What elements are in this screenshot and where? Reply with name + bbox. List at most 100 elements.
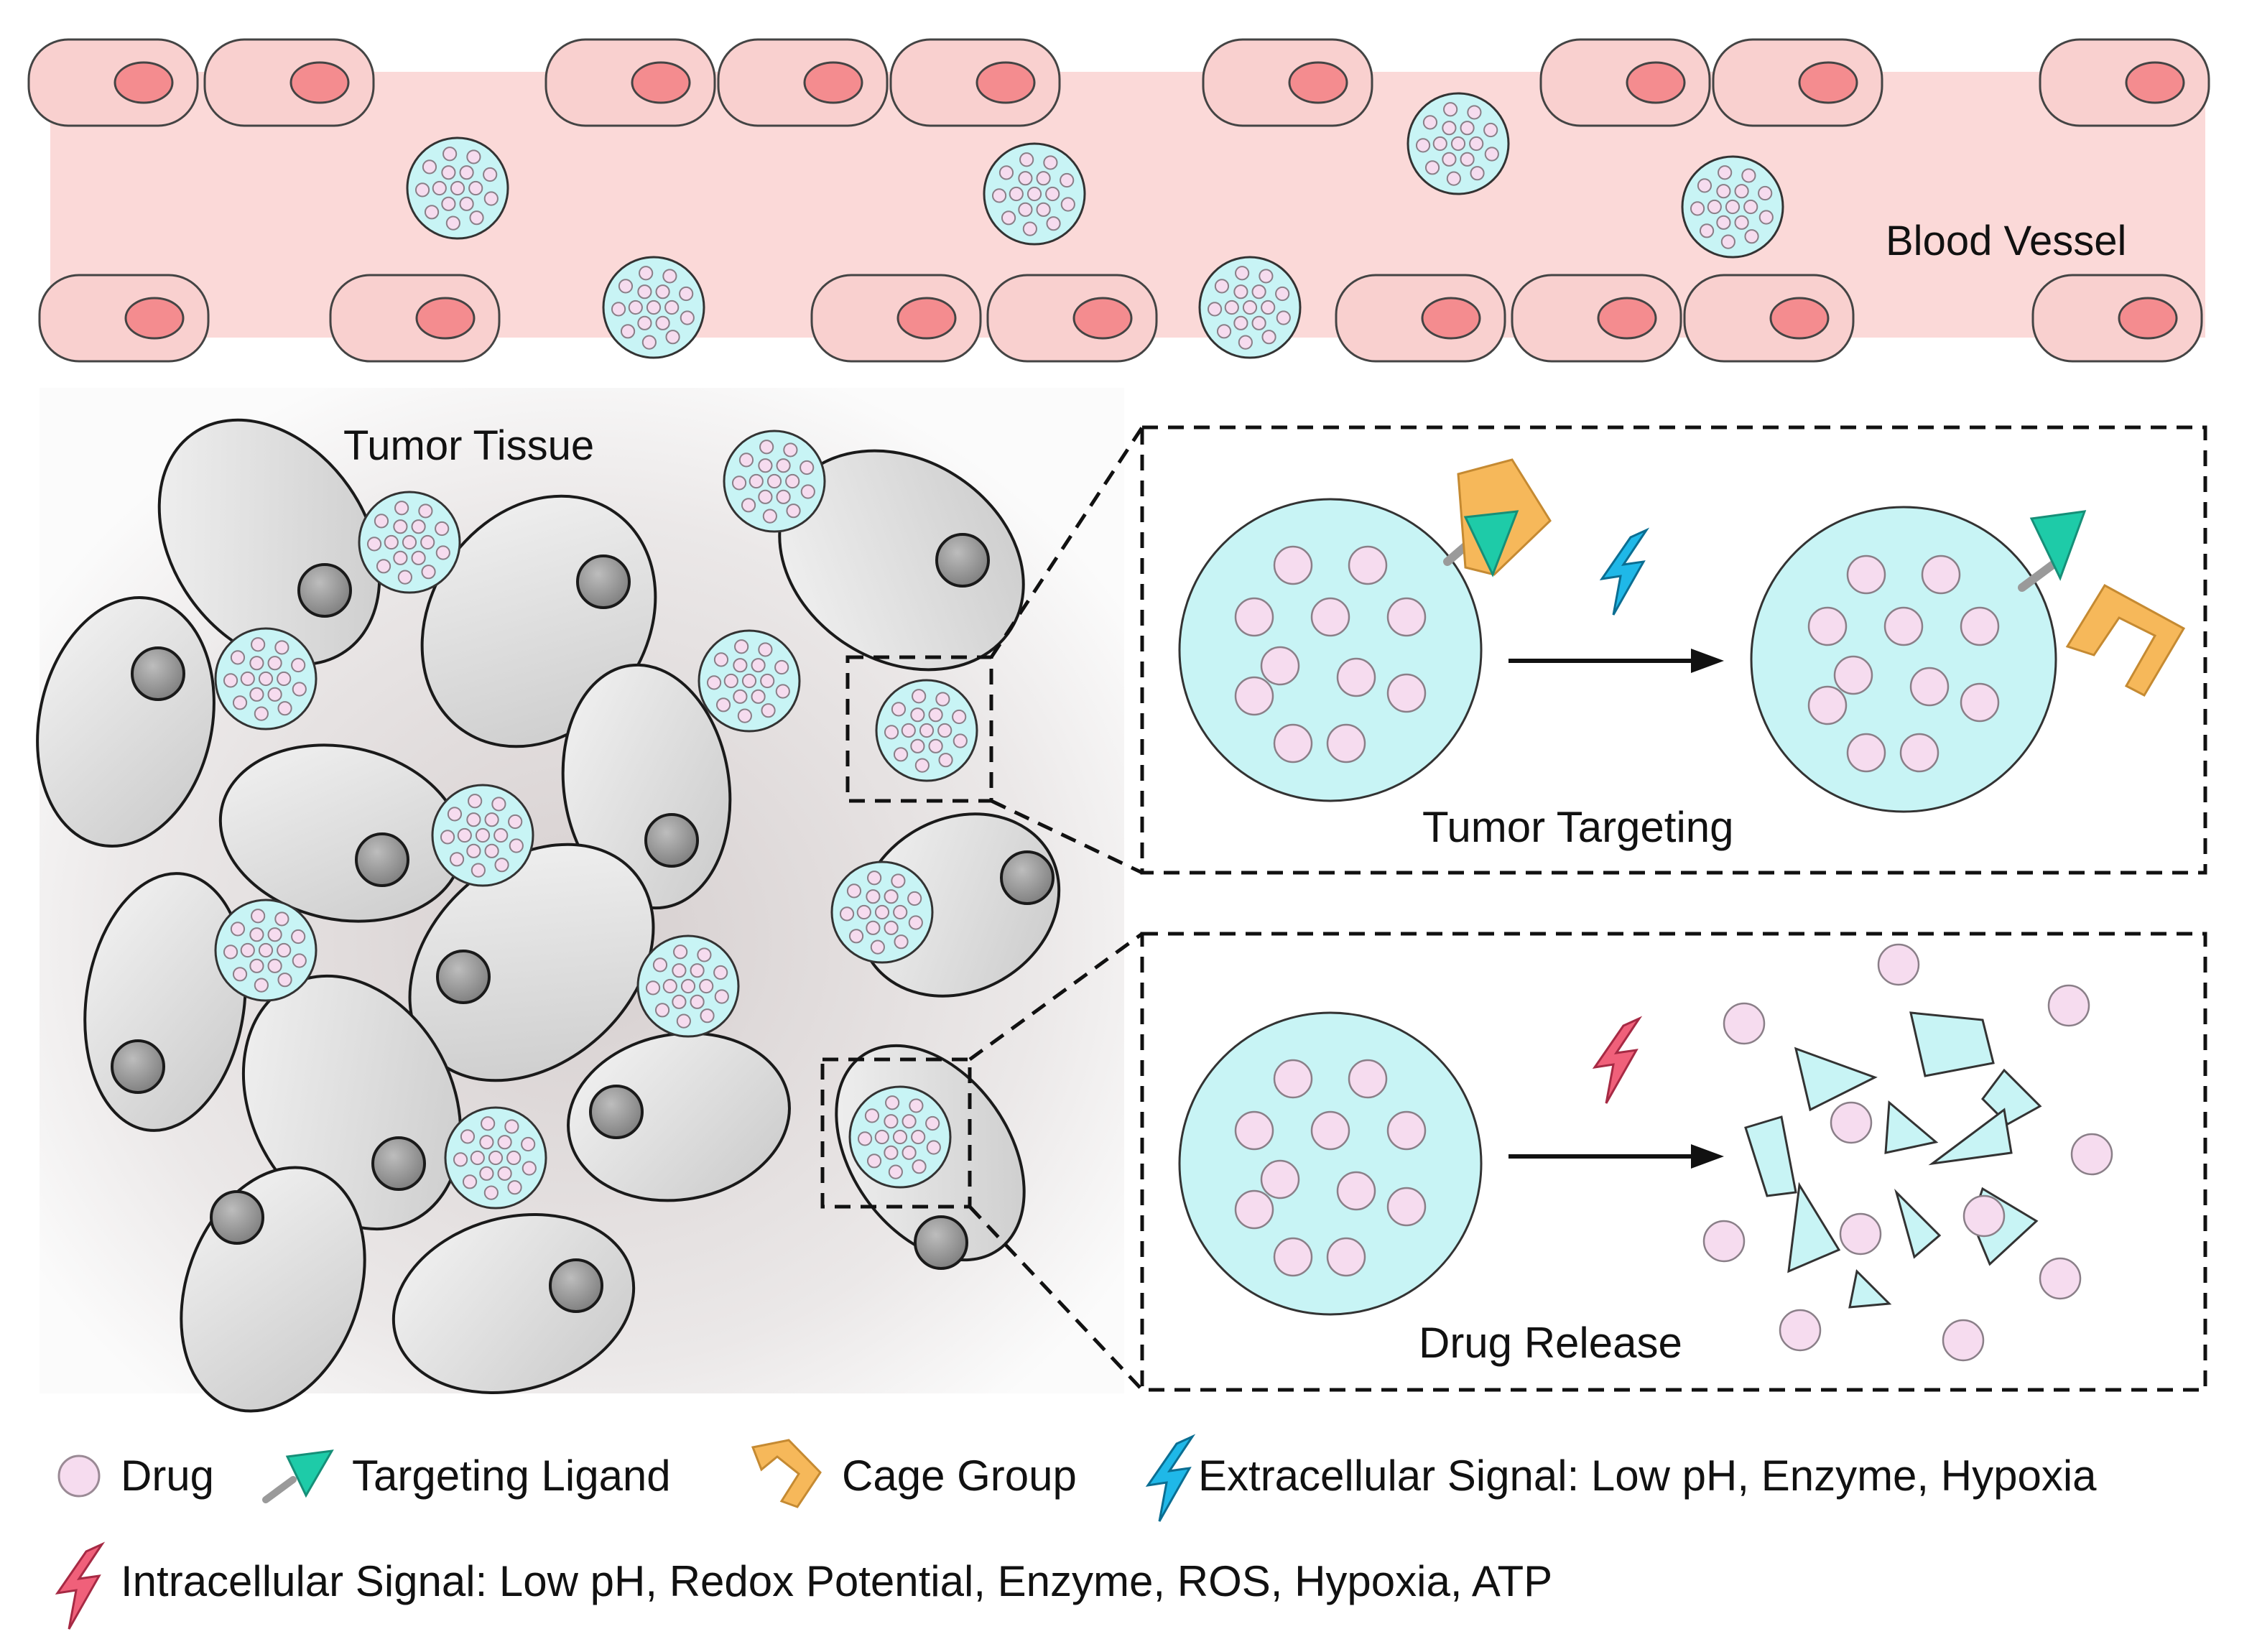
drug-particle xyxy=(457,827,472,843)
drug-particle xyxy=(449,852,465,867)
targeting-ligand xyxy=(2029,510,2087,581)
drug-particle xyxy=(442,147,458,162)
drug-particle xyxy=(907,891,922,906)
drug-particle xyxy=(1484,147,1499,162)
drug-particle xyxy=(1234,597,1274,637)
drug-particle xyxy=(249,927,264,942)
drug-particle xyxy=(884,1114,899,1129)
drug-particle xyxy=(652,957,668,973)
tumor-nucleus xyxy=(1000,850,1055,905)
drug-particle xyxy=(774,659,789,675)
drug-particle xyxy=(1326,723,1366,764)
drug-particle xyxy=(267,927,282,942)
drug-particle xyxy=(466,812,481,827)
drug-particle xyxy=(1273,723,1313,764)
drug-particle xyxy=(277,973,292,988)
drug-particle xyxy=(249,656,264,671)
drug-particle xyxy=(884,920,899,935)
endothelial-cell xyxy=(329,274,501,363)
drug-particle xyxy=(892,1129,908,1145)
drug-particle xyxy=(762,509,777,524)
drug-particle xyxy=(254,978,269,993)
endothelial-nucleus xyxy=(2125,61,2185,104)
drug-particle xyxy=(1734,184,1749,199)
tumor-cell xyxy=(561,663,732,910)
endothelial-cell xyxy=(1683,274,1855,363)
drug-particle xyxy=(911,1129,926,1145)
endothelial-nucleus xyxy=(1072,297,1133,340)
endothelial-cell xyxy=(38,274,210,363)
drug-particle xyxy=(884,1145,899,1160)
drug-particle xyxy=(1807,606,1848,646)
drug-particle xyxy=(384,534,399,550)
drug-particle xyxy=(867,871,882,886)
tumor-nucleus xyxy=(297,563,352,618)
drug-particle xyxy=(1326,1237,1366,1277)
drug-particle xyxy=(470,1150,485,1166)
ligand-linker xyxy=(2018,558,2060,592)
drug-particle xyxy=(654,1003,670,1018)
blood-vessel-label: Blood Vessel xyxy=(1886,218,2126,264)
drug-particle xyxy=(1019,152,1034,167)
drug-particle xyxy=(469,210,484,226)
drug-particle xyxy=(641,335,657,350)
transformation-arrow xyxy=(1508,1144,1724,1169)
drug-particle xyxy=(699,978,714,994)
tumor-targeting-label: Tumor Targeting xyxy=(1422,803,1734,851)
drug-particle xyxy=(690,994,705,1009)
endothelial-cell xyxy=(986,274,1158,363)
drug-particle xyxy=(1251,284,1266,300)
drug-particle xyxy=(1442,152,1457,167)
drug-particle xyxy=(1921,554,1961,595)
released-drug xyxy=(1942,1319,1985,1362)
drug-particle xyxy=(733,658,748,673)
drug-particle xyxy=(919,723,935,738)
drug-particle xyxy=(760,673,775,689)
large-nanoparticle xyxy=(1178,498,1483,802)
endothelial-nucleus xyxy=(1288,61,1348,104)
drug-particle xyxy=(713,652,729,667)
drug-particle xyxy=(665,330,680,345)
targeting-ligand xyxy=(1463,510,1519,577)
drug-particle xyxy=(1707,199,1722,215)
tumor-cell xyxy=(36,596,215,848)
drug-particle xyxy=(1446,171,1461,186)
drug-particle xyxy=(1235,266,1250,281)
drug-particle xyxy=(450,180,465,196)
panel-frame-drug-release xyxy=(1140,932,2207,1392)
drug-particle xyxy=(662,978,677,994)
drug-particle xyxy=(421,565,436,580)
drug-particle xyxy=(706,675,722,690)
drug-particle xyxy=(1234,1110,1274,1151)
tumor-cell xyxy=(391,1213,636,1394)
drug-particle xyxy=(223,945,238,960)
drug-particle xyxy=(432,180,447,196)
drug-particle xyxy=(251,909,266,924)
drug-particle xyxy=(1758,185,1773,201)
drug-particle xyxy=(776,489,791,504)
endothelial-cell xyxy=(203,38,375,127)
tumor-nucleus xyxy=(355,832,409,887)
drug-particle xyxy=(479,1135,494,1150)
drug-particle xyxy=(1833,655,1873,695)
drug-particle xyxy=(733,689,748,704)
drug-particle xyxy=(483,167,498,182)
nanoparticle-fragment xyxy=(1884,1100,1939,1154)
drug-particle xyxy=(1310,597,1350,637)
drug-particle xyxy=(902,1145,917,1160)
drug-particle xyxy=(646,300,662,315)
drug-particle xyxy=(230,650,246,665)
drug-particle xyxy=(737,708,752,723)
drug-particle xyxy=(1238,335,1253,350)
drug-particle xyxy=(232,967,248,982)
nanoparticle xyxy=(444,1106,547,1210)
drug-particle xyxy=(393,550,408,565)
drug-particle xyxy=(734,639,749,654)
drug-particle xyxy=(1233,315,1248,330)
drug-particle xyxy=(775,684,790,699)
drug-particle xyxy=(662,269,677,284)
drug-particle xyxy=(411,519,426,534)
drug-particle xyxy=(645,980,661,996)
drug-particle xyxy=(1234,1189,1274,1230)
endothelial-cells-bottom xyxy=(38,274,2203,363)
